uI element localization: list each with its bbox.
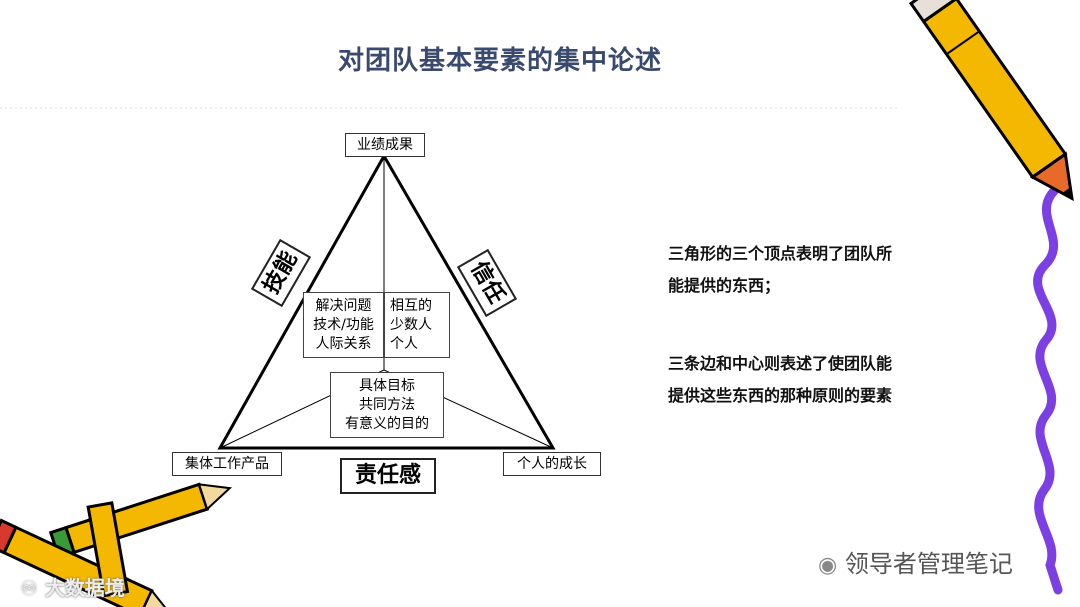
watermark-left: ♾ 大数据境	[20, 572, 125, 601]
watermark-right: ◉ 领导者管理笔记	[818, 544, 1013, 579]
wechat-icon: ◉	[818, 553, 837, 578]
watermark-right-text: 领导者管理笔记	[845, 550, 1013, 578]
watermark-left-text: 大数据境	[45, 576, 125, 600]
watermark-left-logo-icon: ♾	[20, 576, 38, 600]
